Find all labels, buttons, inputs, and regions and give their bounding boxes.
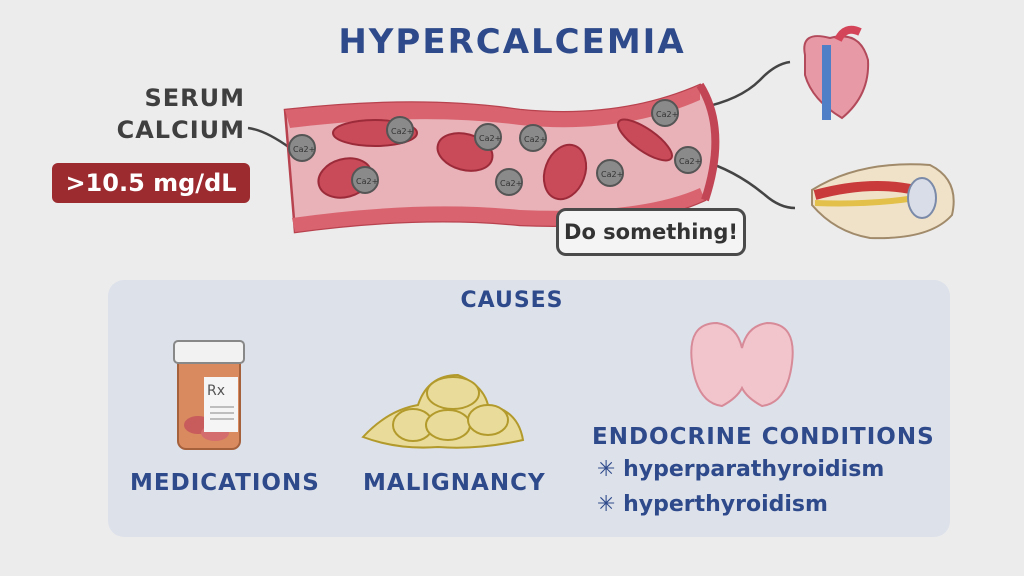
calcium-threshold-badge: >10.5 mg/dL bbox=[52, 163, 250, 203]
causes-panel bbox=[108, 280, 950, 537]
calcium-ion bbox=[596, 159, 624, 187]
calcium-ion bbox=[351, 166, 379, 194]
blood-vessel-illustration: Ca2+ Ca2+ Ca2+ Ca2+ Ca2+ Ca2+ Ca2+ Ca2+ Ca2+ bbox=[247, 25, 955, 240]
calcium-ion-label: Ca2+ bbox=[293, 145, 315, 154]
speech-bubble: Do something! bbox=[556, 208, 746, 256]
calcium-ion-label: Ca2+ bbox=[679, 157, 701, 166]
causes-heading: CAUSES bbox=[460, 288, 564, 313]
calcium-ion-label: Ca2+ bbox=[524, 135, 546, 144]
calcium-ion bbox=[386, 116, 414, 144]
page-title: HYPERCALCEMIA bbox=[338, 22, 686, 62]
thyroid-icon bbox=[690, 321, 794, 408]
calcium-ion bbox=[495, 168, 523, 196]
calcium-ion bbox=[288, 134, 316, 162]
calcium-ion-label: Ca2+ bbox=[479, 134, 501, 143]
asterisk-icon: ✳ bbox=[597, 457, 624, 482]
heart-icon bbox=[803, 25, 870, 120]
calcium-ion-label: Ca2+ bbox=[500, 179, 522, 188]
calcium-ion bbox=[651, 99, 679, 127]
bullet-item: ✳ hyperthyroidism bbox=[597, 492, 828, 517]
endocrine-label: ENDOCRINE CONDITIONS bbox=[592, 424, 935, 450]
calcium-ion bbox=[474, 123, 502, 151]
serum-label: SERUM bbox=[144, 84, 245, 112]
calcium-ion bbox=[519, 124, 547, 152]
malignancy-label: MALIGNANCY bbox=[363, 470, 546, 496]
svg-text:Rx: Rx bbox=[207, 383, 225, 399]
medications-label: MEDICATIONS bbox=[130, 470, 320, 496]
calcium-ion bbox=[674, 146, 702, 174]
bullet-item: ✳ hyperparathyroidism bbox=[597, 457, 885, 482]
eye-icon bbox=[811, 163, 955, 240]
calcium-ion-label: Ca2+ bbox=[656, 110, 678, 119]
tumor-cells-icon bbox=[361, 373, 525, 449]
calcium-ion-label: Ca2+ bbox=[356, 177, 378, 186]
pill-bottle-icon: Rx bbox=[173, 340, 245, 450]
calcium-ion-label: Ca2+ bbox=[391, 127, 413, 136]
calcium-label: CALCIUM bbox=[116, 116, 245, 144]
calcium-ion-label: Ca2+ bbox=[601, 170, 623, 179]
asterisk-icon: ✳ bbox=[597, 492, 624, 517]
